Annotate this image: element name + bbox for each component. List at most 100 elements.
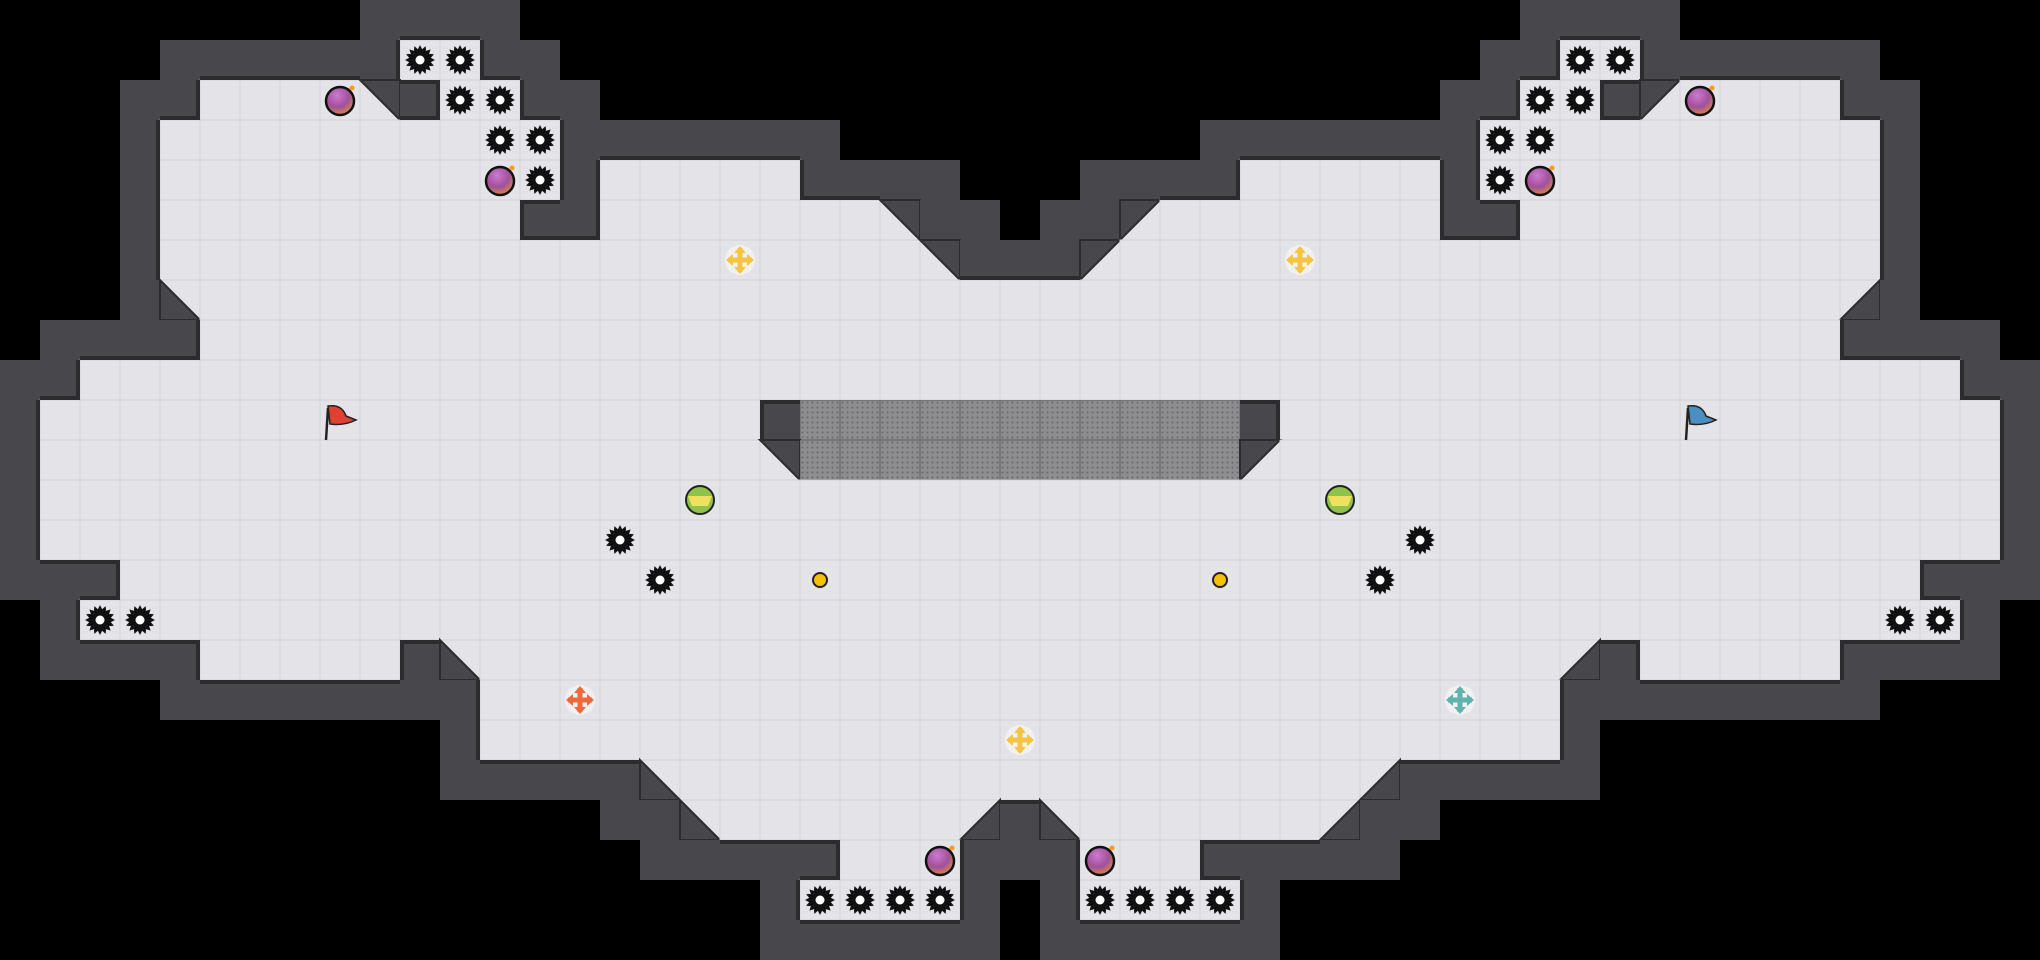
spike (525, 165, 555, 195)
floor-tile (839, 599, 881, 641)
wall-tile (1880, 280, 1920, 320)
floor-tile (1719, 559, 1761, 601)
floor-tile (999, 639, 1041, 681)
floor-tile (1399, 599, 1441, 641)
floor-tile (159, 119, 201, 161)
wall-tile (2000, 520, 2040, 560)
floor-tile (119, 479, 161, 521)
gate-tile (880, 400, 920, 440)
wall-tile (760, 120, 800, 160)
floor-tile (1719, 159, 1761, 201)
floor-tile (1079, 519, 1121, 561)
spike (1485, 165, 1515, 195)
wall-tile (960, 200, 1000, 240)
floor-tile (1359, 399, 1401, 441)
floor-tile (1439, 719, 1481, 761)
floor-tile (79, 479, 121, 521)
floor-tile (839, 799, 881, 841)
floor-tile (679, 159, 721, 201)
floor-tile (1319, 559, 1361, 601)
floor-tile (1199, 719, 1241, 761)
floor-tile (759, 159, 801, 201)
spike (445, 85, 475, 115)
floor-tile (1279, 159, 1321, 201)
floor-tile (999, 279, 1041, 321)
floor-tile (879, 759, 921, 801)
floor-tile (479, 199, 521, 241)
floor-tile (559, 599, 601, 641)
floor-tile (119, 359, 161, 401)
wall-tile (720, 840, 760, 880)
floor-tile (679, 399, 721, 441)
floor-tile (1719, 479, 1761, 521)
floor-tile (1719, 319, 1761, 361)
floor-tile (319, 199, 361, 241)
floor-tile (679, 319, 721, 361)
floor-tile (999, 679, 1041, 721)
gate-tile (1040, 440, 1080, 480)
floor-tile (1399, 719, 1441, 761)
floor-tile (39, 479, 81, 521)
floor-tile (679, 279, 721, 321)
floor-tile (1679, 319, 1721, 361)
floor-tile (639, 319, 681, 361)
floor-tile (1919, 439, 1961, 481)
floor-tile (1839, 599, 1881, 641)
floor-tile (359, 639, 401, 681)
floor-tile (1679, 439, 1721, 481)
floor-tile (1839, 199, 1881, 241)
wall-tile (1600, 80, 1640, 120)
floor-tile (1479, 479, 1521, 521)
floor-tile (1159, 239, 1201, 281)
floor-tile (199, 399, 241, 441)
wall-tile (40, 640, 80, 680)
floor-tile (879, 799, 921, 841)
wall-tile (0, 520, 40, 560)
floor-tile (1159, 359, 1201, 401)
floor-tile (239, 119, 281, 161)
floor-tile (279, 479, 321, 521)
wall-tile (1440, 120, 1480, 160)
floor-tile (1279, 759, 1321, 801)
floor-tile (359, 239, 401, 281)
floor-tile (1639, 559, 1681, 601)
wall-tile (1360, 840, 1400, 880)
wall-tile (1920, 560, 1960, 600)
floor-tile (479, 639, 521, 681)
floor-tile (879, 279, 921, 321)
floor-tile (1119, 759, 1161, 801)
floor-tile (1119, 559, 1161, 601)
floor-tile (1559, 399, 1601, 441)
floor-tile (1079, 319, 1121, 361)
blue-flag (1684, 404, 1718, 441)
floor-tile (199, 639, 241, 681)
floor-tile (1679, 159, 1721, 201)
floor-tile (479, 679, 521, 721)
floor-tile (1759, 639, 1801, 681)
gate-tile (880, 440, 920, 480)
floor-tile (1359, 639, 1401, 681)
floor-tile (479, 239, 521, 281)
floor-tile (399, 239, 441, 281)
floor-tile (239, 479, 281, 521)
floor-tile (1679, 239, 1721, 281)
wall-tile (400, 0, 440, 40)
floor-tile (279, 639, 321, 681)
floor-tile (1639, 319, 1681, 361)
floor-tile (1839, 119, 1881, 161)
floor-tile (1679, 519, 1721, 561)
floor-tile (359, 439, 401, 481)
floor-tile (1559, 439, 1601, 481)
floor-tile (519, 359, 561, 401)
floor-tile (1479, 279, 1521, 321)
floor-tile (639, 199, 681, 241)
wall-tile (320, 40, 360, 80)
floor-tile (199, 319, 241, 361)
floor-tile (1479, 639, 1521, 681)
wall-tile (1520, 0, 1560, 40)
floor-tile (399, 359, 441, 401)
floor-tile (1799, 159, 1841, 201)
wall-tile (1880, 200, 1920, 240)
wall-tile (520, 760, 560, 800)
wall-tile (680, 120, 720, 160)
